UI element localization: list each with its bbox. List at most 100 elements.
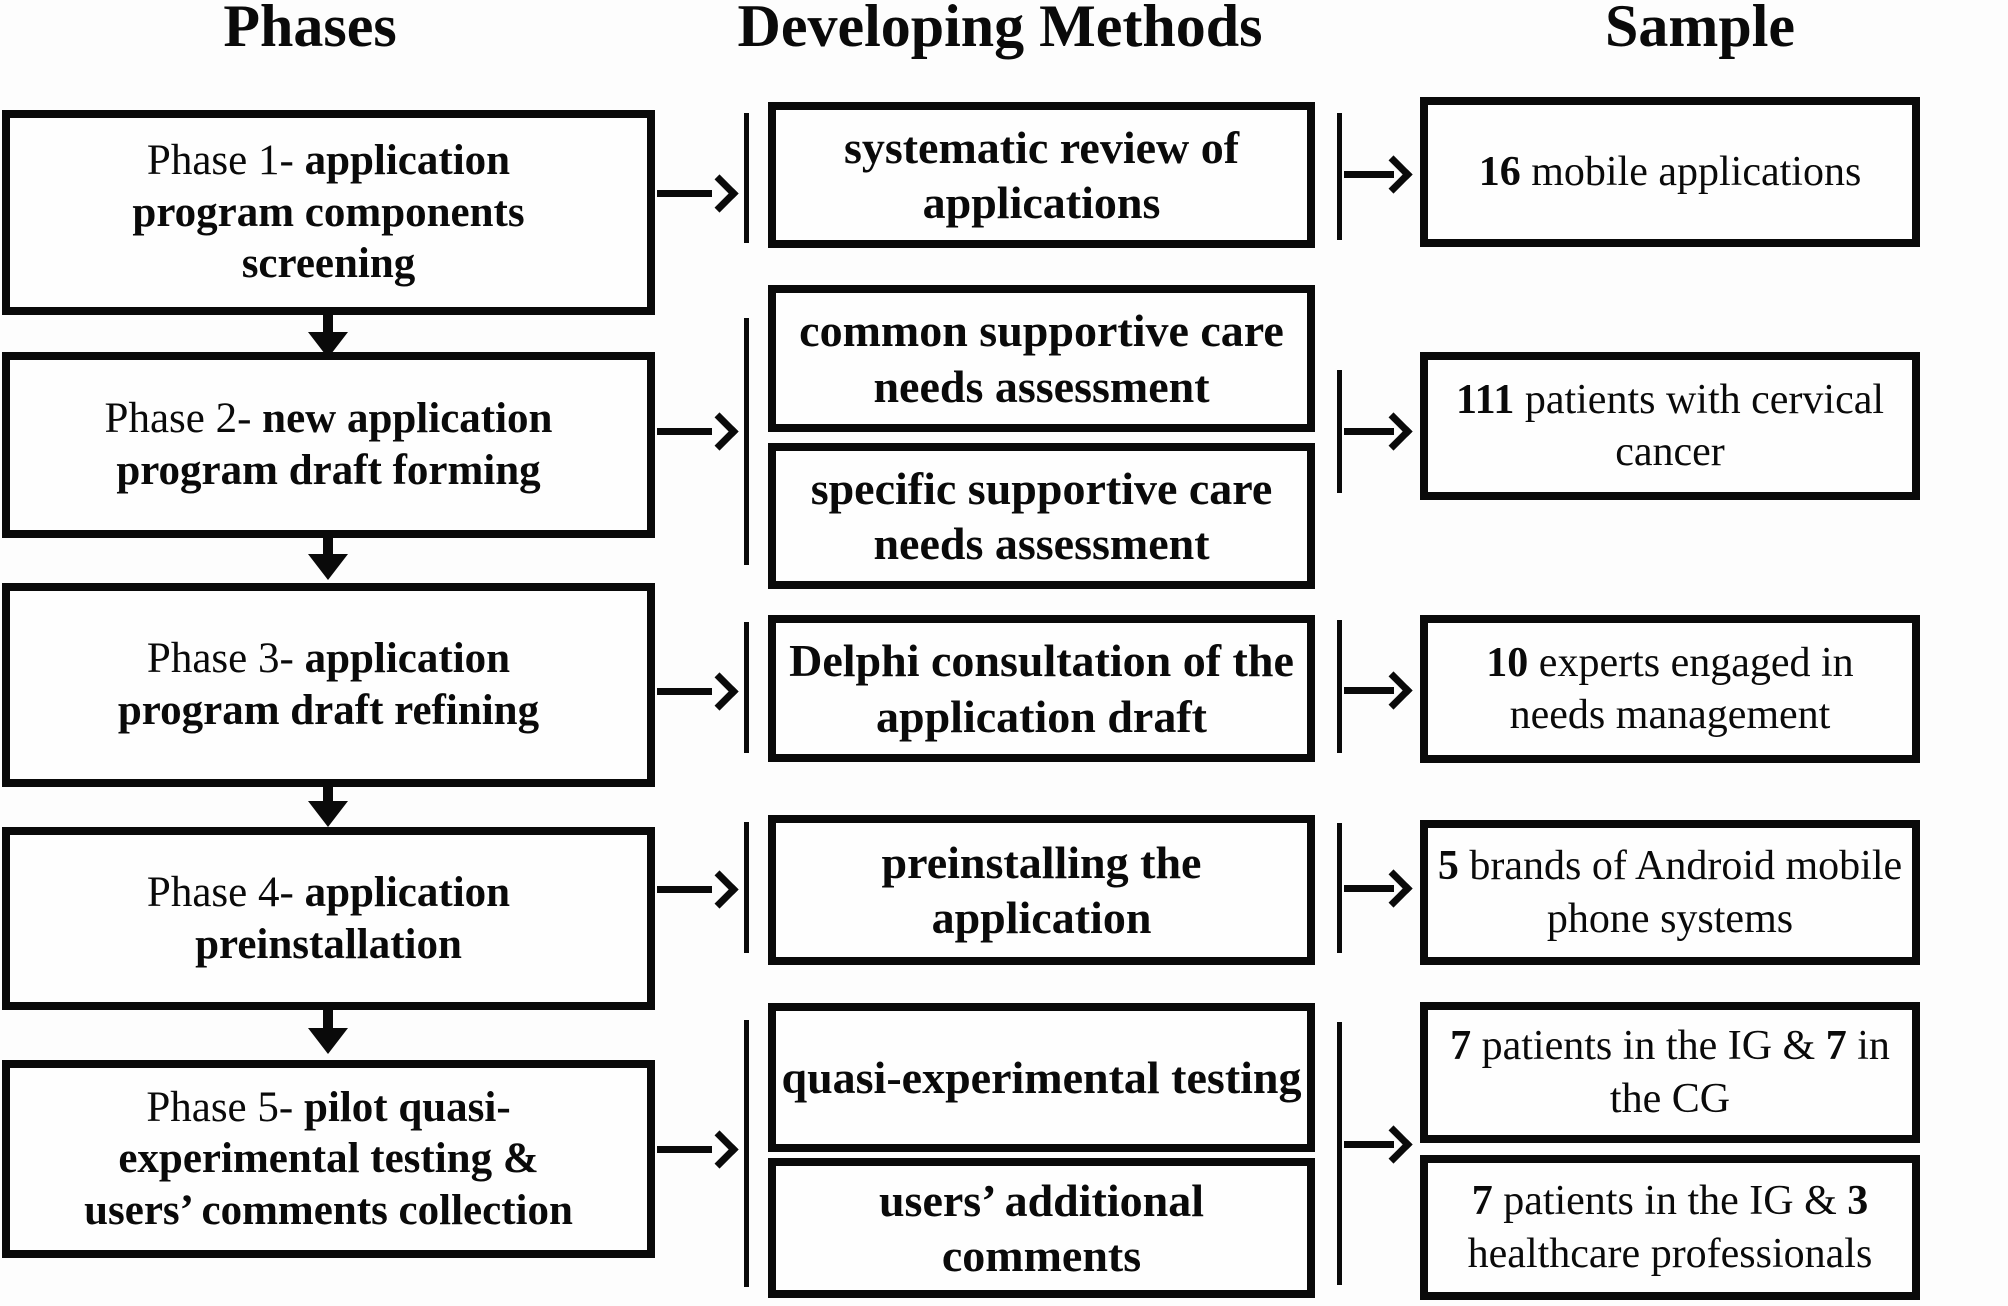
sample-box-experts: 10 experts engaged in needs management <box>1420 615 1920 763</box>
method-box-common-needs-assessment: common supportive care needs assessment <box>768 285 1315 432</box>
down-arrow-head-icon <box>308 332 348 358</box>
methods-right-bracket-3 <box>1337 620 1342 753</box>
phase1-to-method-arrow-head-icon <box>700 174 739 213</box>
down-arrow-head-icon <box>308 1028 348 1054</box>
phase5-to-method-arrow-head-icon <box>700 1130 739 1169</box>
down-arrow-head-icon <box>308 801 348 827</box>
sample-text: brands of Android mobile phone systems <box>1458 843 1903 942</box>
sample-text: patients in the IG & <box>1471 1023 1826 1069</box>
method-label: Delphi consultation of the application d… <box>789 635 1294 742</box>
sample-label: 10 experts engaged in needs management <box>1434 637 1906 742</box>
phase3-to-method-arrow-line <box>657 688 712 695</box>
methods-right-bracket-1 <box>1337 113 1342 240</box>
sample-box-cervical-cancer-patients: 111 patients with cervical cancer <box>1420 352 1920 500</box>
methods-left-bracket-4 <box>744 822 749 953</box>
sample-count: 5 <box>1437 843 1459 889</box>
sample-text: experts engaged in needs management <box>1509 639 1854 739</box>
methods-right-bracket-2 <box>1337 370 1342 493</box>
method-to-sample2-arrow-line <box>1344 428 1394 435</box>
down-arrow-head-icon <box>308 554 348 580</box>
phase2-to-method-arrow-head-icon <box>700 412 739 451</box>
phase-5-box: Phase 5- pilot quasi-experimental testin… <box>2 1060 655 1258</box>
method-to-sample3-arrow-line <box>1344 687 1394 694</box>
sample-text: healthcare professionals <box>1467 1230 1873 1277</box>
phase-5-title: pilot quasi-experimental testing & users… <box>84 1083 573 1234</box>
phase-3-box: Phase 3- application program draft refin… <box>2 583 655 787</box>
method-label: common supportive care needs assessment <box>799 305 1284 412</box>
method-to-sample2-arrow-head-icon <box>1374 412 1413 451</box>
phase3-to-phase4-down-arrow-icon <box>305 781 351 829</box>
method-to-sample3-arrow-head-icon <box>1374 671 1413 710</box>
phase1-to-method-arrow-line <box>657 190 712 197</box>
method-to-sample5-arrow-line <box>1344 1141 1394 1148</box>
sample-label: 7 patients in the IG & 7 in the CG <box>1434 1020 1906 1125</box>
sample-text: mobile applications <box>1520 148 1862 195</box>
column-header-sample: Sample <box>1604 0 1796 59</box>
method-box-users-additional-comments: users’ additional comments <box>768 1158 1315 1298</box>
sample-count: 10 <box>1486 639 1529 686</box>
phase5-to-method-arrow-line <box>657 1146 712 1153</box>
sample-count: 7 <box>1450 1023 1472 1069</box>
sample-text: in the CG <box>1609 1023 1890 1122</box>
sample-count: 111 <box>1455 376 1515 423</box>
method-box-preinstalling: preinstalling the application <box>768 815 1315 965</box>
phase-1-prefix: Phase 1- <box>146 137 305 185</box>
sample-label: 111 patients with cervical cancer <box>1434 374 1906 479</box>
method-box-systematic-review: systematic review of applications <box>768 102 1315 248</box>
phase-5-prefix: Phase 5- <box>146 1083 304 1131</box>
phase-2-label: Phase 2- new application program draft f… <box>70 393 587 496</box>
phase3-to-method-arrow-head-icon <box>700 672 739 711</box>
sample-label: 5 brands of Android mobile phone systems <box>1434 840 1906 945</box>
phase2-to-phase3-down-arrow-icon <box>305 534 351 582</box>
phase2-to-method-arrow-line <box>657 428 712 435</box>
column-header-developing-methods: Developing Methods <box>737 0 1263 59</box>
phase-3-title: application program draft refining <box>117 635 540 734</box>
methods-left-bracket-1 <box>744 113 749 243</box>
method-to-sample5-arrow-head-icon <box>1374 1125 1413 1164</box>
phase-1-box: Phase 1- application program components … <box>2 110 655 315</box>
method-label: quasi-experimental testing <box>781 1051 1302 1103</box>
sample-box-ig-cg-patients: 7 patients in the IG & 7 in the CG <box>1420 1002 1920 1143</box>
method-to-sample4-arrow-head-icon <box>1374 869 1413 908</box>
method-box-quasi-experimental-testing: quasi-experimental testing <box>768 1003 1315 1152</box>
method-box-specific-needs-assessment: specific supportive care needs assessmen… <box>768 443 1315 589</box>
phase-3-label: Phase 3- application program draft refin… <box>70 633 587 736</box>
phase1-to-phase2-down-arrow-icon <box>305 312 351 360</box>
sample-box-ig-patients-professionals: 7 patients in the IG & 3 healthcare prof… <box>1420 1155 1920 1300</box>
methods-left-bracket-2 <box>744 318 749 565</box>
phase4-to-phase5-down-arrow-icon <box>305 1008 351 1056</box>
method-to-sample4-arrow-line <box>1344 885 1394 892</box>
phase4-to-method-arrow-head-icon <box>700 870 739 909</box>
phase-5-label: Phase 5- pilot quasi-experimental testin… <box>70 1082 587 1237</box>
method-label: specific supportive care needs assessmen… <box>810 462 1273 569</box>
phase-4-box: Phase 4- application preinstallation <box>2 827 655 1010</box>
method-label: systematic review of applications <box>843 121 1240 228</box>
down-arrow-stem <box>323 1008 333 1030</box>
phase-1-title: application program components screening <box>132 137 525 288</box>
sample-box-mobile-applications: 16 mobile applications <box>1420 97 1920 247</box>
methods-right-bracket-5 <box>1337 1022 1342 1285</box>
methods-left-bracket-5 <box>744 1020 749 1287</box>
sample-count: 7 <box>1825 1023 1847 1069</box>
sample-text: patients with cervical cancer <box>1514 376 1885 476</box>
method-box-delphi-consultation: Delphi consultation of the application d… <box>768 615 1315 762</box>
phase-4-title: application preinstallation <box>195 868 511 968</box>
phase-2-box: Phase 2- new application program draft f… <box>2 352 655 538</box>
down-arrow-stem <box>323 534 333 556</box>
method-label: users’ additional comments <box>878 1174 1205 1281</box>
sample-count: 7 <box>1471 1178 1493 1224</box>
method-label: preinstalling the application <box>881 836 1202 943</box>
sample-box-android-brands: 5 brands of Android mobile phone systems <box>1420 820 1920 965</box>
phase-4-prefix: Phase 4- <box>146 868 305 916</box>
down-arrow-stem <box>323 312 333 334</box>
column-header-phases: Phases <box>223 0 397 59</box>
methods-left-bracket-3 <box>744 622 749 753</box>
sample-count: 3 <box>1847 1178 1869 1224</box>
sample-count: 16 <box>1478 148 1521 195</box>
sample-label: 16 mobile applications <box>1479 146 1862 199</box>
sample-label: 7 patients in the IG & 3 healthcare prof… <box>1434 1175 1906 1280</box>
method-to-sample1-arrow-head-icon <box>1374 155 1413 194</box>
phase4-to-method-arrow-line <box>657 886 712 893</box>
phase-2-title: new application program draft forming <box>116 395 553 494</box>
